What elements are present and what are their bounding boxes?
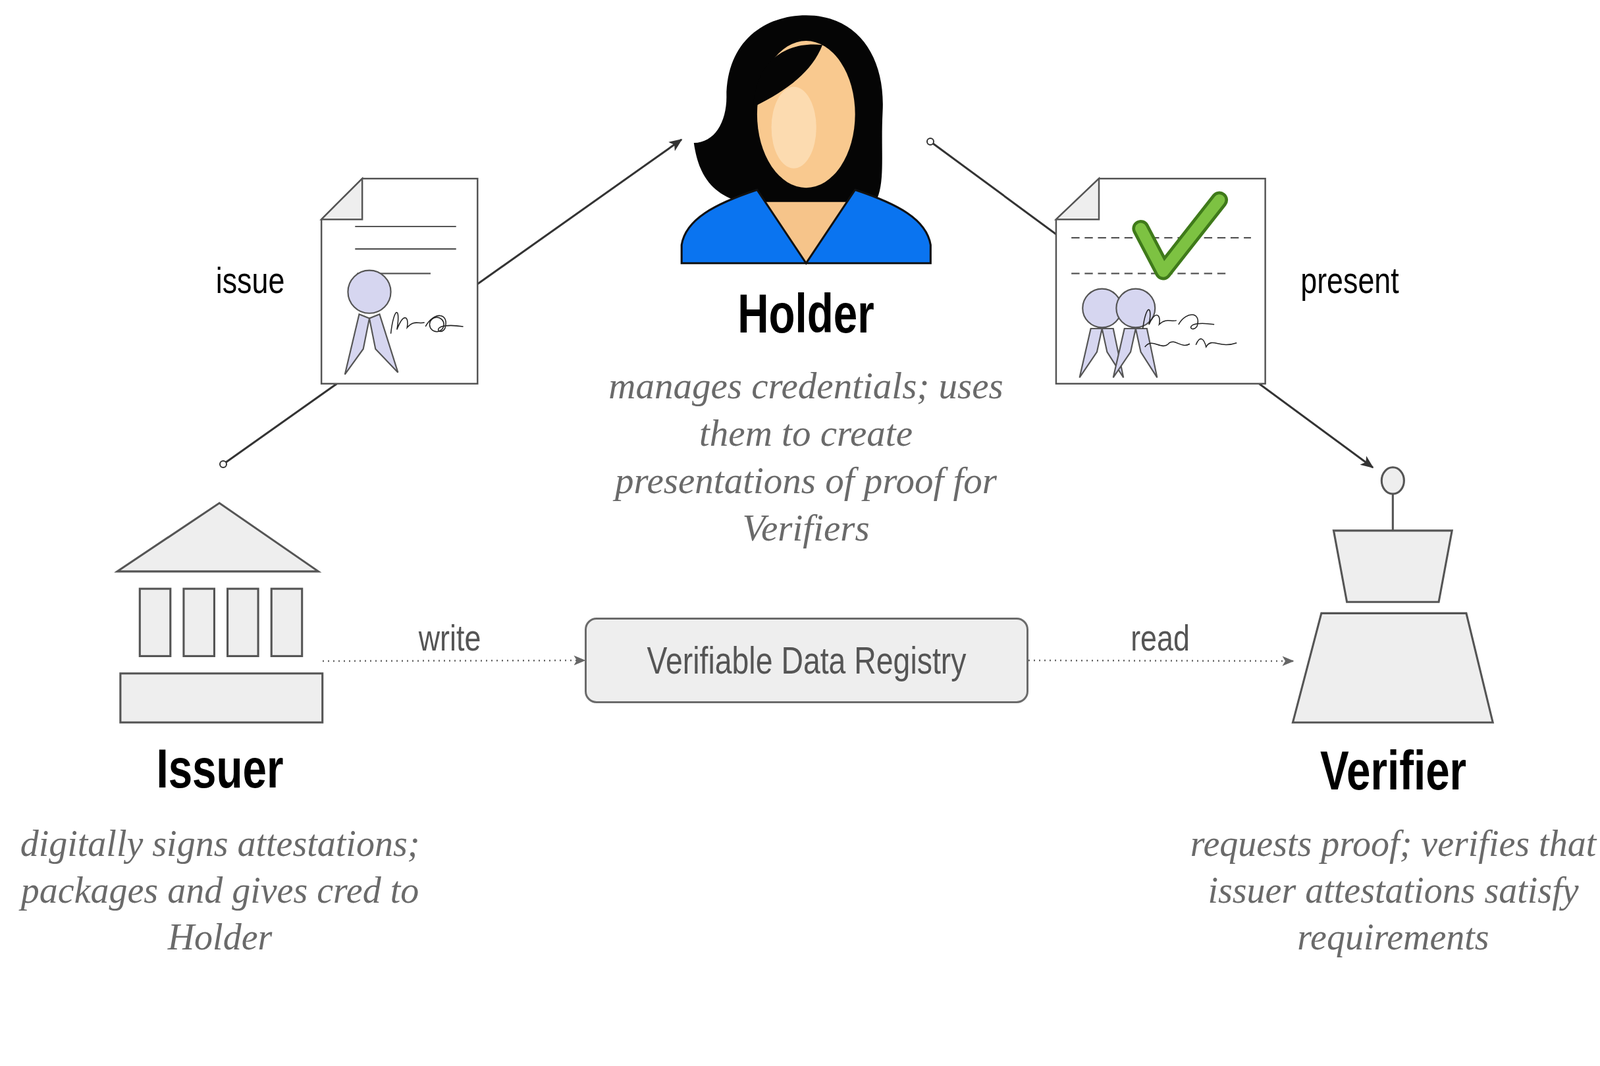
building-column [183, 588, 214, 656]
signature-scribble [391, 312, 464, 334]
role-heading: Holder [709, 287, 904, 340]
illustration [117, 15, 1493, 723]
credential-document [321, 178, 478, 384]
signature-scribble [429, 317, 444, 332]
dotted-arrow [322, 660, 585, 662]
building-column [139, 588, 170, 656]
signature-scribble [1145, 339, 1237, 347]
role-description: manages credentials; uses them to create… [608, 362, 1004, 552]
icon-space [117, 464, 323, 723]
person-icon [681, 15, 931, 264]
flow-arrow [223, 139, 682, 465]
connector-group [219, 138, 1373, 662]
person-face-light [771, 86, 817, 169]
dotted-arrow [1028, 660, 1294, 662]
document-fold [321, 178, 363, 220]
check-mark [1141, 200, 1220, 272]
seal-ribbon [1079, 328, 1124, 378]
icon-space [1293, 467, 1494, 723]
building-column [227, 588, 259, 656]
seal-head [1116, 289, 1155, 328]
edge-label: issue [215, 262, 286, 299]
person-fringe [753, 44, 823, 114]
edge-label: present [1300, 262, 1399, 299]
building-base [120, 673, 323, 723]
building-column [271, 588, 302, 656]
verifier-knob [1381, 467, 1404, 494]
building-roof [117, 503, 319, 572]
connector-start-dot [927, 138, 934, 145]
person-hair [693, 15, 883, 203]
document-lines [354, 226, 456, 274]
person-neck [757, 152, 856, 263]
verifier-stem [1391, 493, 1394, 531]
role-heading: Issuer [139, 742, 300, 795]
flow-arrow [930, 141, 1373, 468]
role-heading: Verifier [1314, 744, 1471, 797]
seal-head [347, 270, 391, 314]
seal-head [1082, 289, 1122, 328]
role-description: requests proof; verifies that issuer att… [1187, 820, 1600, 961]
registry-box: Verifiable Data Registry [584, 617, 1029, 704]
verifier-top [1333, 530, 1452, 602]
building-icon [117, 503, 322, 723]
document-lines [1071, 237, 1252, 274]
verifier-base [1292, 613, 1493, 723]
seal-ribbon [345, 314, 399, 374]
holder-actor: Holdermanages credentials; uses them to … [681, 15, 931, 552]
verifier-actor: Verifierrequests proof; verifies that is… [1293, 467, 1494, 961]
document-sheet [321, 178, 478, 384]
person-face [757, 40, 856, 188]
issuer-actor: Issuerdigitally signs attestations; pack… [117, 464, 323, 961]
box-label: Verifiable Data Registry [647, 641, 967, 680]
edge-label: write [418, 619, 482, 657]
seal-ribbon [1113, 328, 1158, 378]
signature-scribble [1143, 309, 1215, 329]
role-description: digitally signs attestations; packages a… [14, 820, 427, 961]
connector-start-dot [219, 460, 227, 468]
icon-space [681, 15, 931, 264]
person-shirt [681, 189, 931, 264]
document-sheet [1056, 178, 1266, 384]
edge-label: read [1130, 619, 1190, 657]
verifier-icon [1292, 467, 1493, 723]
document-fold [1056, 178, 1099, 220]
presentation-document [1056, 178, 1266, 384]
check-mark [1141, 200, 1220, 272]
